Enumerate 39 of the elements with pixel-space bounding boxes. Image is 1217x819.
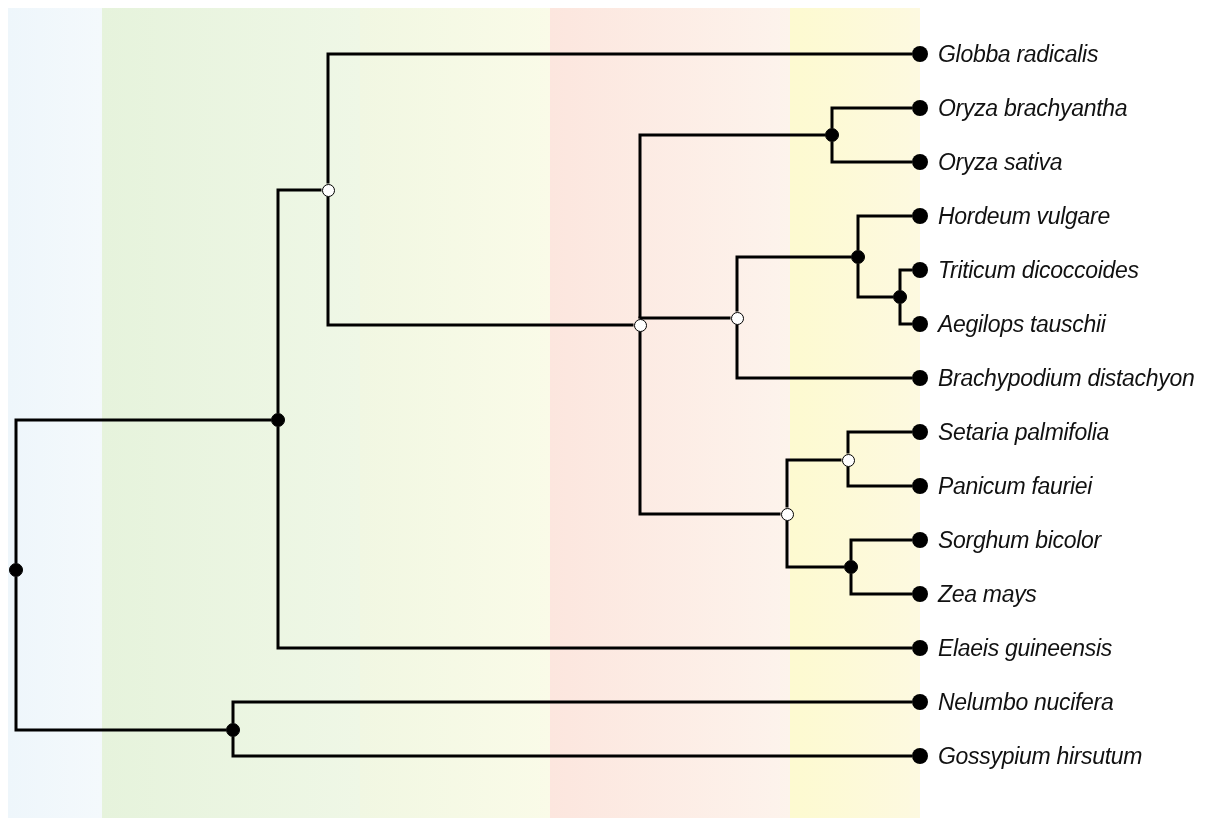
branch-line — [830, 106, 912, 128]
branch-line — [276, 427, 912, 650]
branch-line — [846, 430, 912, 454]
branch-line — [785, 520, 844, 569]
species-label: Gossypium hirsutum — [938, 742, 1143, 770]
branch-line — [231, 737, 912, 758]
branch-line — [856, 264, 893, 299]
branch-line — [231, 700, 912, 723]
species-label: Triticum dicoccoides — [938, 256, 1139, 284]
species-label: Setaria palmifolia — [938, 418, 1110, 446]
branch-line — [849, 538, 912, 560]
branch-line — [735, 324, 912, 380]
branch-line — [638, 133, 825, 319]
branch-line — [849, 574, 912, 596]
branch-line — [785, 458, 842, 508]
branch-line — [735, 255, 851, 312]
species-label: Panicum fauriei — [938, 472, 1093, 500]
branch-line — [830, 142, 912, 164]
species-label: Sorghum bicolor — [938, 526, 1101, 554]
branch-line — [846, 466, 912, 488]
species-label: Nelumbo nucifera — [938, 688, 1114, 716]
branch-line — [326, 52, 912, 184]
branch-line — [638, 331, 781, 516]
species-label: Brachypodium distachyon — [938, 364, 1195, 392]
branch-line — [856, 214, 912, 250]
branch-line — [14, 577, 226, 732]
species-label: Oryza brachyantha — [938, 94, 1128, 122]
species-label: Globba radicalis — [938, 40, 1099, 68]
branch-line — [276, 188, 322, 413]
branch-line — [326, 196, 634, 327]
species-label: Aegilops tauschii — [938, 310, 1106, 338]
species-label: Zea mays — [938, 580, 1037, 608]
branch-line — [898, 268, 912, 290]
species-label: Elaeis guineensis — [938, 634, 1112, 662]
branch-line — [14, 418, 271, 563]
branch-line — [898, 304, 912, 326]
species-label: Hordeum vulgare — [938, 202, 1110, 230]
branch-line — [638, 316, 731, 320]
species-label: Oryza sativa — [938, 148, 1063, 176]
